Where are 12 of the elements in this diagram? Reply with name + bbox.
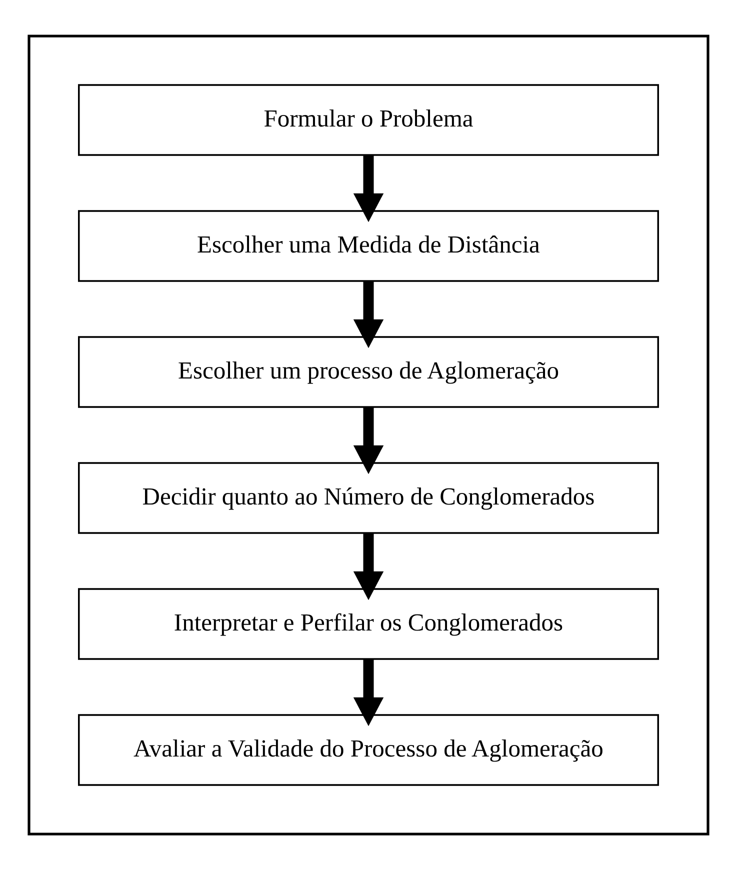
node-box: Interpretar e Perfilar os Conglomerados [78, 588, 659, 660]
arrow [353, 533, 384, 600]
arrow [353, 281, 384, 348]
node-box: Escolher um processo de Aglomeração [78, 336, 659, 408]
node-box: Avaliar a Validade do Processo de Aglomeração [78, 714, 659, 786]
arrow [353, 407, 384, 474]
arrow [353, 155, 384, 222]
node-box: Decidir quanto ao Número de Conglomerados [78, 462, 659, 534]
cluster [28, 34, 710, 836]
arrow [353, 659, 384, 726]
node-box: Escolher uma Medida de Distância [78, 210, 659, 282]
node-box: Formular o Problema [78, 84, 659, 156]
